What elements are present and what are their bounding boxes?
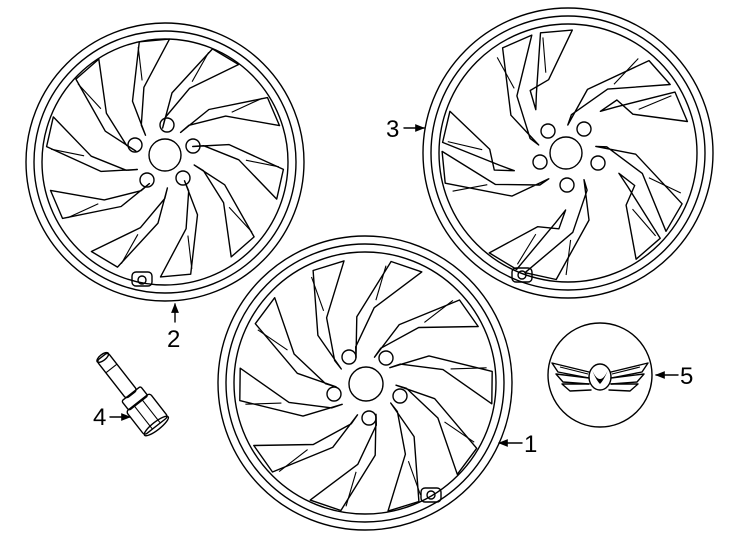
wheel-3-spoke-window xyxy=(529,29,573,111)
wheel-2-spoke-window xyxy=(75,58,137,152)
winged-emblem xyxy=(551,362,649,392)
wheel-1-center-bore xyxy=(348,366,384,402)
wheel-1-spoke-window xyxy=(253,414,359,473)
wheel-2-spoke-edge xyxy=(67,203,99,219)
wheel-2-lug-holes xyxy=(127,117,201,188)
wheel-2-spoke-window xyxy=(192,143,285,200)
wheel-1-spoke-window xyxy=(395,384,478,475)
wheel-2-spoke-edge xyxy=(137,46,143,81)
center-cap xyxy=(547,322,653,428)
wheel-2-center-bore xyxy=(148,138,182,172)
callout-2-label: 2 xyxy=(167,326,180,353)
wheel-3-spoke-window xyxy=(595,145,683,232)
callout-5-label: 5 xyxy=(680,363,693,390)
wheel-3-spoke-edge xyxy=(648,177,682,194)
wheel-1-spoke-edge xyxy=(245,402,282,405)
wheel-1-spoke-edge xyxy=(278,449,308,473)
wheel-2-spoke-edge xyxy=(245,159,280,168)
wheel-1-lug-holes xyxy=(326,349,408,426)
wheel-1 xyxy=(217,235,513,531)
wheel-3-spoke-window xyxy=(501,34,540,146)
wheel-1-spoke-window xyxy=(239,367,343,417)
wheel-3-spoke-edge xyxy=(452,184,488,192)
wheel-3-spoke-edge xyxy=(613,58,639,85)
wheel-1-spoke-edge xyxy=(375,265,387,301)
wheel-2-spoke-window xyxy=(49,182,151,220)
wheel-1-spoke-edge xyxy=(257,329,288,351)
callout-2: 2 xyxy=(167,303,180,353)
callout-5: 5 xyxy=(655,363,693,390)
wheel-2-spoke-window xyxy=(179,96,281,134)
wheel-3-spoke-window xyxy=(599,91,689,123)
wheel-3 xyxy=(422,7,714,299)
wheel-3-center-bore xyxy=(549,136,583,170)
wheel-1-spoke-edge xyxy=(444,421,475,443)
wheel-1-spoke-edge xyxy=(310,276,325,311)
wheel-3-spoke-window xyxy=(618,172,661,260)
wheel-1-spoke-edge xyxy=(450,367,487,370)
wheel-2-spoke-edge xyxy=(50,148,85,157)
wheel-2-spoke-window xyxy=(45,116,138,173)
wheel-2-spoke-window xyxy=(90,187,169,268)
wheel-3-spoke-window xyxy=(567,59,671,126)
wheel-3-spoke-edge xyxy=(516,233,537,265)
wheel-3-spoke-window xyxy=(488,209,567,271)
wheel-1-spoke-edge xyxy=(407,461,422,496)
wheel-2-spoke-edge xyxy=(228,206,253,233)
wheel-3-spoke-edge xyxy=(447,141,483,151)
wheel-1-spoke-window xyxy=(309,413,377,512)
wheel-1-spoke-window xyxy=(312,260,345,370)
wheel-3-spoke-edge xyxy=(496,57,515,89)
wheel-3-spoke-edge xyxy=(632,208,657,237)
wheel-1-spoke-window xyxy=(389,355,493,405)
wheel-1-spoke-window xyxy=(355,260,423,359)
wheel-2-spoke-window xyxy=(159,180,199,278)
wheel-1-spoke-window xyxy=(373,299,479,358)
callout-4: 4 xyxy=(93,404,131,431)
wheel-2-valve-stem xyxy=(131,271,153,287)
callout-3: 3 xyxy=(386,116,425,143)
wheel-2-spoke-edge xyxy=(187,235,193,270)
callout-1-label: 1 xyxy=(524,431,537,458)
wheel-1-spoke-window xyxy=(387,402,420,512)
wheel-3-spoke-window xyxy=(524,179,590,281)
wheel-1-spoke-window xyxy=(254,297,337,388)
wheel-2-spoke-window xyxy=(131,38,171,136)
wheel-3-spoke-edge xyxy=(542,37,547,73)
wheel-1-valve-stem xyxy=(420,487,442,503)
callout-1: 1 xyxy=(498,431,537,458)
callout-4-label: 4 xyxy=(93,404,106,431)
wheel-1-spoke-edge xyxy=(424,299,454,323)
wheel-2-spoke-edge xyxy=(191,52,210,82)
callout-3-label: 3 xyxy=(386,116,399,143)
wheel-1-spoke-edge xyxy=(345,471,357,507)
wheel-3-spoke-edge xyxy=(565,239,572,276)
wheel-3-valve-stem xyxy=(511,267,533,283)
lug-nut xyxy=(96,351,170,437)
wheel-2-spoke-window xyxy=(161,48,240,129)
wheel-3-lug-holes xyxy=(532,121,606,193)
wheel-2-spoke-edge xyxy=(77,83,102,110)
wheel-2-spoke-edge xyxy=(231,97,263,113)
wheel-3-spoke-edge xyxy=(638,95,672,110)
wheel-2-spoke-edge xyxy=(120,234,139,264)
wheel-2 xyxy=(25,22,305,302)
wheel-3-spoke-window xyxy=(441,150,550,197)
wheel-2-spoke-window xyxy=(193,164,255,258)
wheel-3-spoke-window xyxy=(441,110,515,172)
